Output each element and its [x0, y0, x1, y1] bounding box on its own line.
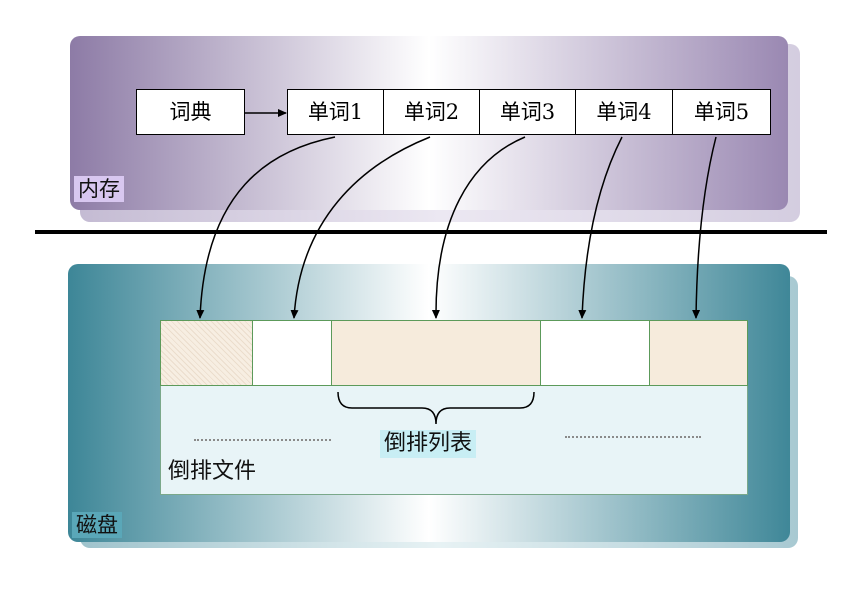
ellipsis-dots-right — [565, 436, 701, 438]
word-box-4: 单词4 — [575, 89, 673, 135]
pointer-arrow-5 — [692, 136, 717, 319]
inverted-file-label: 倒排文件 — [168, 459, 257, 484]
dictionary-box: 词典 — [136, 89, 245, 135]
posting-list-label: 倒排列表 — [380, 430, 477, 458]
posting-list-brace — [337, 391, 535, 425]
memory-disk-divider — [35, 230, 827, 234]
disk-label: 磁盘 — [72, 512, 122, 538]
word-box-1: 单词1 — [287, 89, 384, 135]
posting-segment-3 — [331, 320, 541, 386]
memory-label: 内存 — [74, 176, 124, 202]
word-box-5: 单词5 — [672, 89, 771, 135]
pointer-arrow-1 — [196, 136, 336, 319]
ellipsis-dots-left — [194, 439, 331, 441]
posting-segment-5 — [649, 320, 748, 386]
pointer-arrow-2 — [290, 136, 431, 319]
pointer-arrow-3 — [431, 136, 526, 319]
posting-segment-1 — [160, 320, 253, 386]
pointer-arrow-4 — [578, 136, 623, 319]
posting-segment-4 — [540, 320, 650, 386]
posting-segment-2 — [252, 320, 332, 386]
